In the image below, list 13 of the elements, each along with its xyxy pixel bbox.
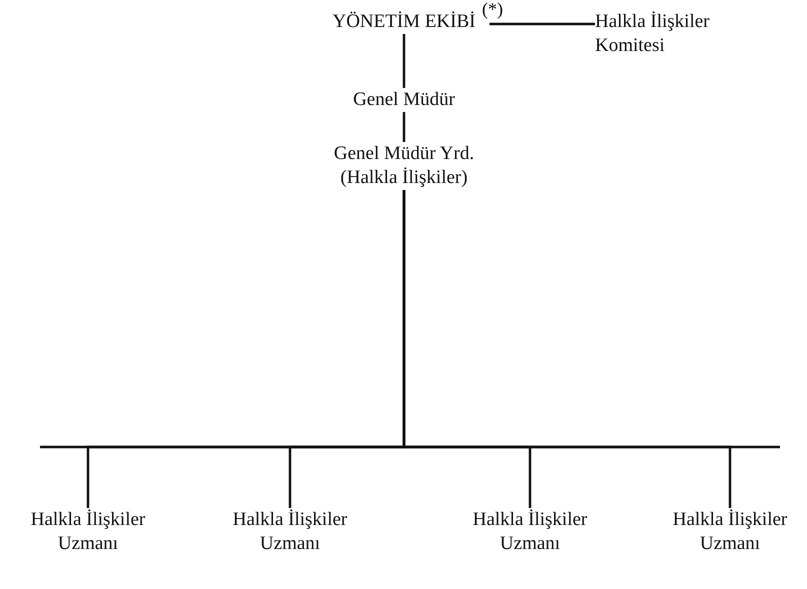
- node-label: Halkla İlişkiler Komitesi: [595, 10, 710, 58]
- node-label: Genel Müdür: [352, 88, 456, 112]
- footnote-mark: (*): [482, 0, 503, 18]
- connector-line: [402, 34, 406, 88]
- node-label: Halkla İlişkiler Uzmanı: [672, 508, 788, 556]
- connector-line: [490, 22, 595, 26]
- node-label: Halkla İlişkiler Uzmanı: [30, 508, 146, 556]
- node-label: Halkla İlişkiler Uzmanı: [472, 508, 588, 556]
- node-label: YÖNETİM EKİBİ: [332, 10, 476, 34]
- connector-line: [402, 190, 732, 508]
- node-label: Genel Müdür Yrd. (Halkla İlişkiler): [332, 142, 476, 190]
- connector-line: [402, 112, 406, 142]
- node-label: Halkla İlişkiler Uzmanı: [232, 508, 348, 556]
